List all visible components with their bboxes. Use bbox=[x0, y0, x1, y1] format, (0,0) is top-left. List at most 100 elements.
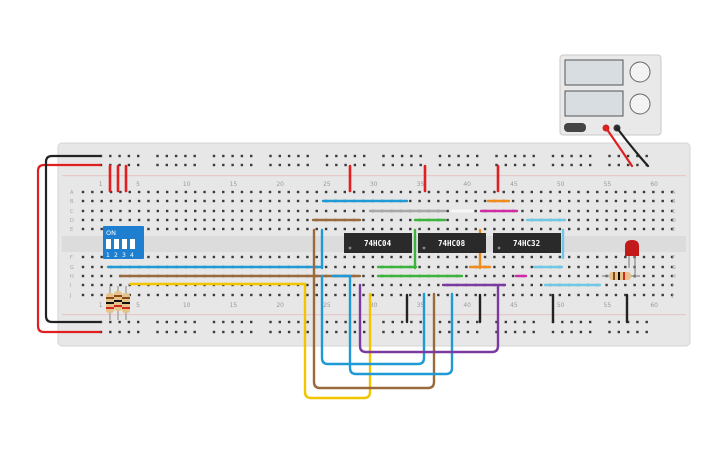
pulldown-resistors[interactable] bbox=[106, 286, 130, 320]
breadboard-hole[interactable] bbox=[231, 199, 234, 203]
breadboard-hole[interactable] bbox=[617, 163, 620, 167]
breadboard-hole[interactable] bbox=[418, 293, 421, 297]
breadboard-hole[interactable] bbox=[437, 265, 440, 269]
breadboard-hole[interactable] bbox=[156, 190, 159, 194]
breadboard-hole[interactable] bbox=[457, 163, 460, 167]
breadboard-hole[interactable] bbox=[335, 163, 338, 167]
breadboard-hole[interactable] bbox=[466, 163, 470, 167]
breadboard-hole[interactable] bbox=[184, 209, 188, 213]
breadboard-hole[interactable] bbox=[605, 190, 608, 194]
breadboard-hole[interactable] bbox=[174, 163, 178, 167]
breadboard-hole[interactable] bbox=[532, 163, 535, 167]
breadboard-hole[interactable] bbox=[502, 218, 505, 222]
breadboard-hole[interactable] bbox=[250, 163, 253, 167]
breadboard-hole[interactable] bbox=[212, 218, 216, 222]
breadboard-hole[interactable] bbox=[511, 293, 515, 297]
breadboard-hole[interactable] bbox=[259, 218, 262, 222]
breadboard-hole[interactable] bbox=[558, 199, 562, 203]
breadboard-hole[interactable] bbox=[586, 218, 590, 222]
breadboard-hole[interactable] bbox=[203, 209, 206, 213]
breadboard-hole[interactable] bbox=[455, 255, 459, 259]
breadboard-hole[interactable] bbox=[465, 265, 468, 269]
breadboard-hole[interactable] bbox=[81, 265, 85, 269]
breadboard-hole[interactable] bbox=[652, 218, 655, 222]
breadboard-hole[interactable] bbox=[222, 255, 225, 259]
breadboard-hole[interactable] bbox=[530, 190, 533, 194]
breadboard-hole[interactable] bbox=[437, 293, 440, 297]
breadboard-hole[interactable] bbox=[343, 265, 346, 269]
breadboard-hole[interactable] bbox=[483, 274, 487, 278]
breadboard-hole[interactable] bbox=[642, 283, 646, 287]
breadboard-hole[interactable] bbox=[315, 209, 318, 213]
breadboard-hole[interactable] bbox=[579, 154, 583, 158]
breadboard-hole[interactable] bbox=[586, 274, 590, 278]
breadboard-hole[interactable] bbox=[661, 283, 664, 287]
breadboard-hole[interactable] bbox=[530, 255, 533, 259]
breadboard-hole[interactable] bbox=[296, 293, 300, 297]
breadboard-hole[interactable] bbox=[438, 330, 442, 334]
breadboard-hole[interactable] bbox=[184, 190, 188, 194]
breadboard-hole[interactable] bbox=[100, 255, 103, 259]
breadboard-hole[interactable] bbox=[596, 227, 599, 231]
breadboard-hole[interactable] bbox=[250, 209, 253, 213]
breadboard-hole[interactable] bbox=[457, 154, 460, 158]
breadboard-hole[interactable] bbox=[409, 293, 412, 297]
breadboard-hole[interactable] bbox=[521, 227, 524, 231]
breadboard-hole[interactable] bbox=[240, 293, 244, 297]
breadboard-hole[interactable] bbox=[119, 190, 122, 194]
breadboard-hole[interactable] bbox=[624, 199, 627, 203]
breadboard-hole[interactable] bbox=[118, 320, 121, 324]
breadboard-hole[interactable] bbox=[231, 209, 234, 213]
breadboard-hole[interactable] bbox=[624, 265, 627, 269]
breadboard-hole[interactable] bbox=[476, 154, 479, 158]
breadboard-hole[interactable] bbox=[558, 209, 562, 213]
breadboard-hole[interactable] bbox=[558, 255, 562, 259]
breadboard-hole[interactable] bbox=[626, 330, 630, 334]
breadboard-hole[interactable] bbox=[605, 218, 608, 222]
breadboard-hole[interactable] bbox=[577, 255, 580, 259]
breadboard-hole[interactable] bbox=[137, 209, 141, 213]
breadboard-hole[interactable] bbox=[596, 274, 599, 278]
breadboard-hole[interactable] bbox=[128, 199, 131, 203]
breadboard-hole[interactable] bbox=[371, 265, 375, 269]
breadboard-hole[interactable] bbox=[118, 163, 121, 167]
breadboard-hole[interactable] bbox=[636, 320, 639, 324]
breadboard-hole[interactable] bbox=[362, 283, 365, 287]
breadboard-hole[interactable] bbox=[652, 199, 655, 203]
breadboard-hole[interactable] bbox=[465, 293, 468, 297]
breadboard-hole[interactable] bbox=[324, 209, 328, 213]
breadboard-hole[interactable] bbox=[561, 163, 564, 167]
breadboard-hole[interactable] bbox=[109, 320, 112, 324]
breadboard-hole[interactable] bbox=[240, 154, 244, 158]
breadboard-hole[interactable] bbox=[306, 320, 309, 324]
breadboard-hole[interactable] bbox=[81, 209, 85, 213]
breadboard-hole[interactable] bbox=[194, 218, 197, 222]
breadboard-hole[interactable] bbox=[240, 227, 244, 231]
breadboard-hole[interactable] bbox=[325, 330, 329, 334]
breadboard-hole[interactable] bbox=[511, 255, 515, 259]
breadboard-hole[interactable] bbox=[495, 330, 498, 334]
breadboard-hole[interactable] bbox=[240, 163, 244, 167]
breadboard-hole[interactable] bbox=[240, 330, 244, 334]
breadboard-hole[interactable] bbox=[419, 163, 422, 167]
breadboard-hole[interactable] bbox=[455, 199, 459, 203]
breadboard-hole[interactable] bbox=[474, 199, 477, 203]
breadboard-hole[interactable] bbox=[212, 190, 216, 194]
breadboard-hole[interactable] bbox=[306, 218, 309, 222]
breadboard-hole[interactable] bbox=[353, 330, 357, 334]
breadboard-hole[interactable] bbox=[589, 320, 592, 324]
breadboard-hole[interactable] bbox=[513, 154, 517, 158]
breadboard-hole[interactable] bbox=[297, 154, 300, 158]
breadboard-hole[interactable] bbox=[465, 218, 468, 222]
breadboard-hole[interactable] bbox=[203, 227, 206, 231]
breadboard-hole[interactable] bbox=[184, 330, 187, 334]
breadboard-hole[interactable] bbox=[523, 320, 526, 324]
breadboard-hole[interactable] bbox=[614, 209, 618, 213]
breadboard-hole[interactable] bbox=[203, 218, 206, 222]
breadboard-hole[interactable] bbox=[532, 320, 535, 324]
breadboard-hole[interactable] bbox=[617, 330, 620, 334]
breadboard-hole[interactable] bbox=[363, 163, 366, 167]
breadboard-hole[interactable] bbox=[174, 320, 178, 324]
breadboard-hole[interactable] bbox=[381, 293, 384, 297]
breadboard-hole[interactable] bbox=[324, 190, 328, 194]
